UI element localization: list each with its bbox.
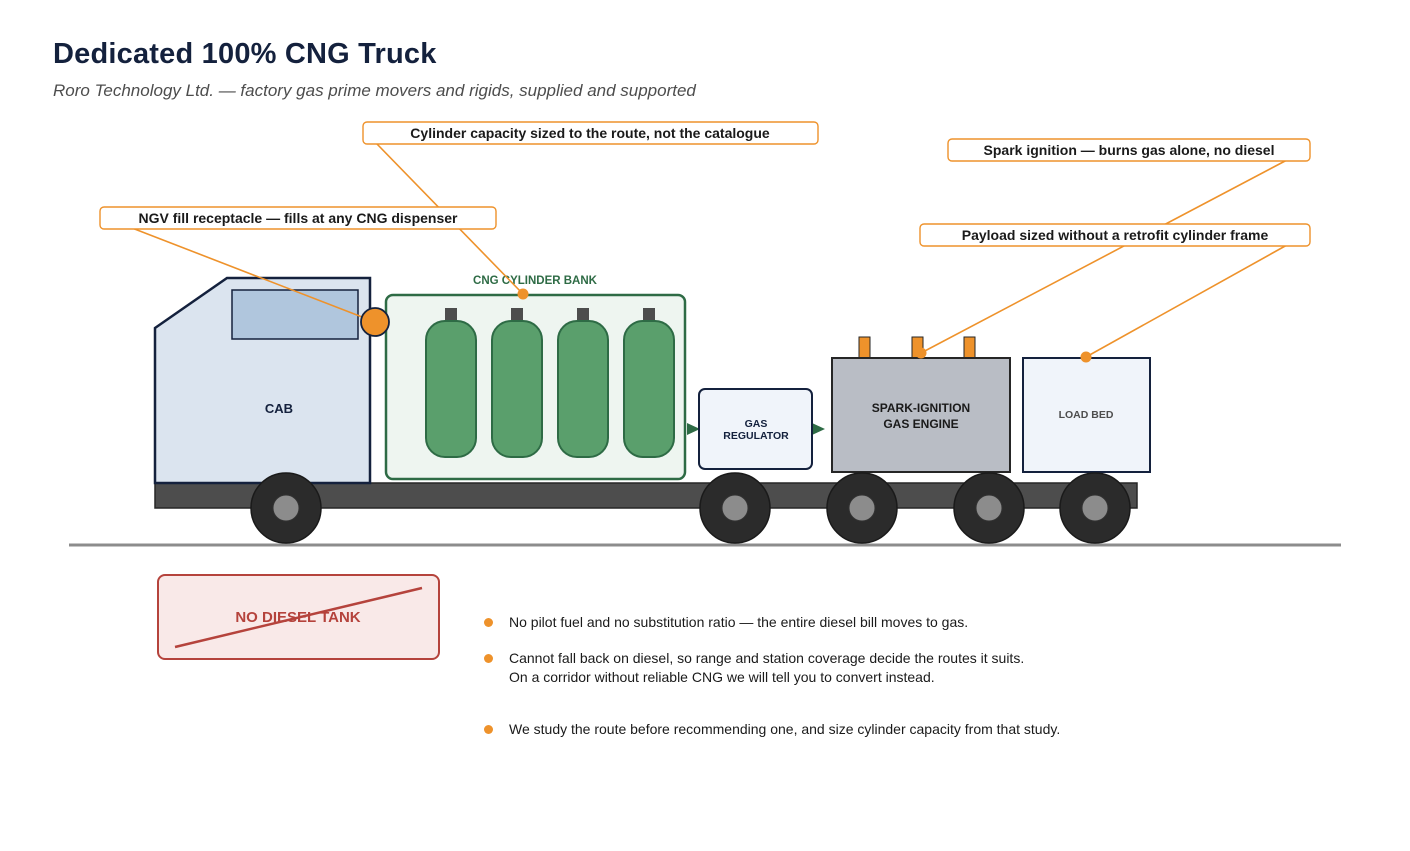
regulator-label-line: REGULATOR bbox=[723, 430, 789, 442]
page-title: Dedicated 100% CNG Truck bbox=[53, 38, 437, 70]
cab-label: CAB bbox=[265, 401, 293, 416]
wheel bbox=[699, 472, 771, 544]
cng-cylinder bbox=[557, 308, 609, 458]
cng-cylinder bbox=[425, 308, 477, 458]
cylinder-bank: CNG CYLINDER BANK bbox=[384, 275, 687, 481]
callout-text: NGV fill receptacle — fills at any CNG d… bbox=[139, 210, 459, 226]
regulator-label-line: GAS bbox=[745, 418, 768, 430]
leader-line bbox=[920, 159, 1288, 354]
bullet-dot bbox=[484, 654, 493, 663]
cab: CAB bbox=[153, 276, 372, 485]
wheel bbox=[1059, 472, 1131, 544]
callout-spark-ignition: Spark ignition — burns gas alone, no die… bbox=[947, 138, 1311, 162]
callout-payload: Payload sized without a retrofit cylinde… bbox=[919, 223, 1311, 247]
bullet-text: We study the route before recommending o… bbox=[509, 721, 1061, 737]
callout-anchor-dot bbox=[1080, 351, 1092, 363]
callout-anchor-dot bbox=[915, 347, 927, 359]
gas-engine: SPARK-IGNITION GAS ENGINE bbox=[831, 336, 1011, 473]
callout-text: Payload sized without a retrofit cylinde… bbox=[962, 227, 1269, 243]
load-bed: LOAD BED bbox=[1022, 357, 1151, 473]
engine-label-line: GAS ENGINE bbox=[883, 417, 958, 431]
leader-line bbox=[1085, 244, 1288, 358]
callout-cylinder-capacity: Cylinder capacity sized to the route, no… bbox=[362, 121, 819, 145]
wheel bbox=[250, 472, 322, 544]
gas-flow-arrow bbox=[812, 423, 825, 435]
cng-cylinder bbox=[623, 308, 675, 458]
callout-text: Cylinder capacity sized to the route, no… bbox=[410, 125, 770, 141]
wheel bbox=[953, 472, 1025, 544]
gas-flow-arrow bbox=[687, 423, 700, 435]
callout-ngv-fill: NGV fill receptacle — fills at any CNG d… bbox=[99, 206, 497, 230]
wheel bbox=[826, 472, 898, 544]
load-bed-label: LOAD BED bbox=[1059, 409, 1114, 421]
spark-plug bbox=[963, 336, 976, 359]
bullet-dot bbox=[484, 618, 493, 627]
bullet-text: Cannot fall back on diesel, so range and… bbox=[509, 650, 1025, 666]
ngv-fill-receptacle bbox=[360, 307, 390, 337]
bullet-text: No pilot fuel and no substitution ratio … bbox=[509, 614, 969, 630]
spark-plug bbox=[858, 336, 871, 359]
gas-regulator: GAS REGULATOR bbox=[698, 388, 813, 470]
engine-label-line: SPARK-IGNITION bbox=[872, 401, 970, 415]
page-subtitle: Roro Technology Ltd. — factory gas prime… bbox=[53, 81, 696, 100]
no-diesel-tank-badge: NO DIESEL TANK bbox=[157, 574, 440, 660]
bullet-text: On a corridor without reliable CNG we wi… bbox=[509, 669, 935, 685]
strike-through bbox=[174, 586, 423, 649]
leader-line bbox=[131, 227, 376, 323]
cylinder-bank-label: CNG CYLINDER BANK bbox=[473, 275, 598, 287]
cng-cylinder bbox=[491, 308, 543, 458]
callout-text: Spark ignition — burns gas alone, no die… bbox=[984, 142, 1275, 158]
callout-anchor-dot bbox=[517, 288, 529, 300]
cab-window bbox=[231, 289, 359, 340]
bullet-dot bbox=[484, 725, 493, 734]
